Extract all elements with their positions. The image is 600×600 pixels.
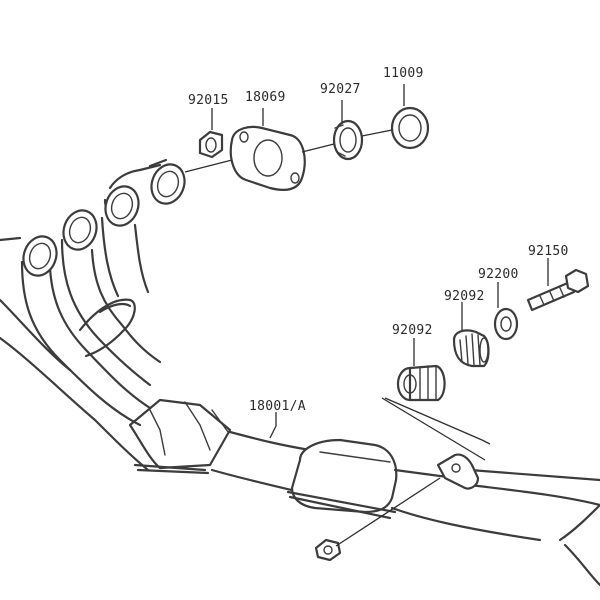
damper-92092-upper [452,302,490,368]
top-margin [0,0,600,38]
label-92027: 92027 [320,82,361,97]
label-92200: 92200 [478,267,519,282]
washer-92200 [493,282,519,341]
label-18001A: 18001/A [249,399,306,414]
collector-section [128,398,312,494]
damper-centerline [381,397,491,461]
assembly-centerlines [184,129,393,173]
flange-18069 [229,108,306,191]
bolt-92150 [526,258,590,312]
pipe-openings [22,158,186,277]
label-92015: 92015 [188,93,229,108]
gasket-11009 [390,84,430,150]
mounting-bracket [436,453,480,490]
muffler-connector [286,438,600,542]
label-92092-upper: 92092 [444,289,485,304]
pipe-leader-18001A [269,412,277,439]
label-11009: 11009 [383,66,424,81]
damper-92092-lower [396,338,446,402]
collar-92027 [332,100,364,161]
label-92150: 92150 [528,244,569,259]
label-92092-lower: 92092 [392,323,433,338]
nut-bottom [314,477,441,562]
muffler-end [558,503,600,587]
nut-92015 [198,108,224,159]
label-18069: 18069 [245,90,286,105]
